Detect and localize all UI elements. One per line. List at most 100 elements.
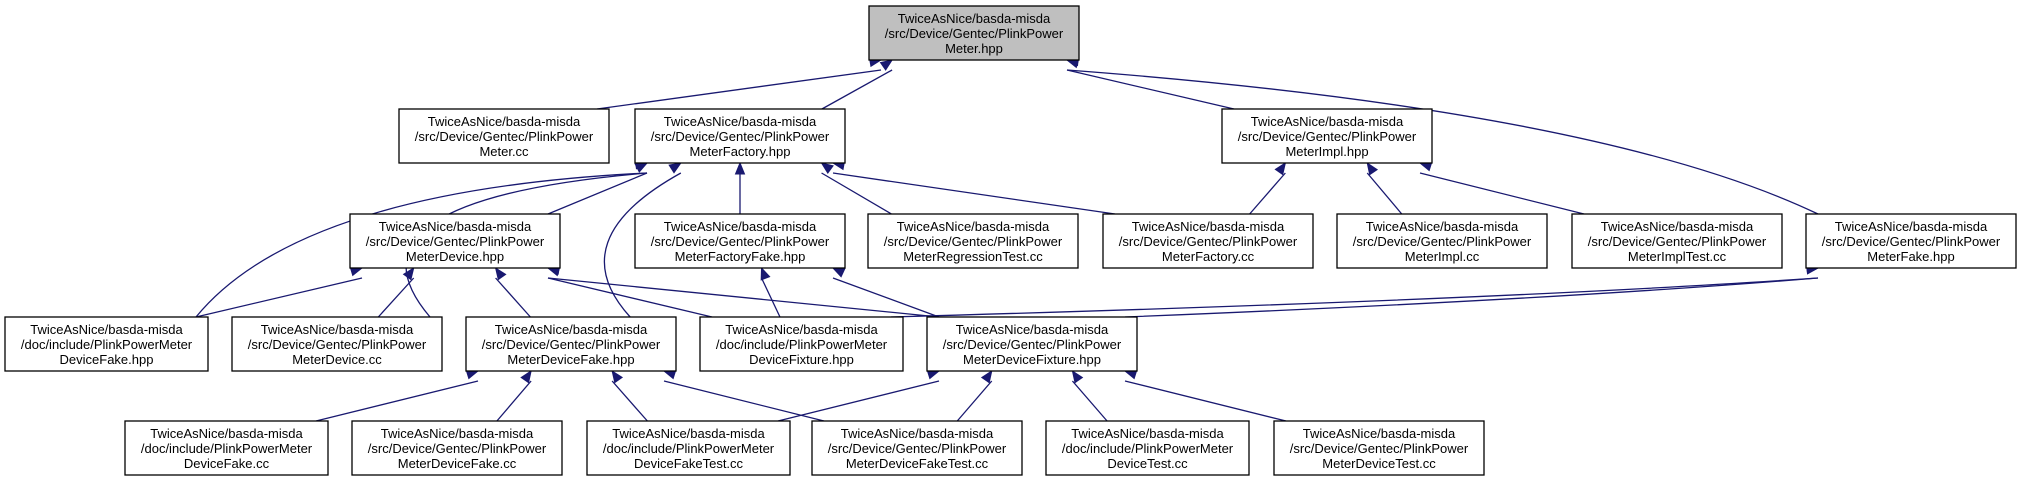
node-box[interactable] (1571, 213, 1783, 269)
arrowhead-icon (1071, 369, 1084, 384)
edge-line (1419, 172, 1585, 215)
node-label-line: MeterFake.hpp (1867, 249, 1954, 264)
node-box[interactable] (1273, 420, 1485, 476)
edge-regression-to-factory (820, 162, 892, 215)
node-box[interactable] (634, 213, 846, 269)
edge-devicefake-to-device (494, 266, 531, 318)
edge-line (1071, 380, 1108, 422)
node-label-line: DeviceFakeTest.cc (634, 456, 744, 471)
edge-devtest-to-fixture (1123, 369, 1287, 422)
edge-devfaketest-to-devicefake (662, 369, 825, 422)
node-implcc[interactable]: TwiceAsNice/basda-misda/src/Device/Gente… (1336, 213, 1548, 269)
edge-line (956, 380, 993, 422)
node-docfakecc[interactable]: TwiceAsNice/basda-misda/doc/include/Plin… (124, 420, 329, 476)
node-docfixture[interactable]: TwiceAsNice/basda-misda/doc/include/Plin… (699, 316, 904, 372)
edge-fake-to-root (1065, 55, 1819, 215)
arrowhead-icon (1366, 161, 1379, 176)
node-label-line: TwiceAsNice/basda-misda (897, 219, 1050, 234)
node-box[interactable] (867, 213, 1079, 269)
edge-docdevtest-to-fixture (1071, 369, 1108, 422)
edge-line (495, 277, 531, 318)
node-box[interactable] (1805, 213, 2017, 269)
node-docdevfake[interactable]: TwiceAsNice/basda-misda/doc/include/Plin… (4, 316, 209, 372)
edge-line (821, 172, 892, 215)
node-box[interactable] (926, 316, 1138, 372)
node-label-line: /src/Device/Gentec/PlinkPower (482, 337, 661, 352)
node-label-line: Meter.hpp (945, 41, 1003, 56)
node-box[interactable] (465, 316, 677, 372)
node-factoryfake[interactable]: TwiceAsNice/basda-misda/src/Device/Gente… (634, 213, 846, 269)
node-label-line: /src/Device/Gentec/PlinkPower (885, 26, 1064, 41)
node-box[interactable] (699, 316, 904, 372)
node-docdevtest[interactable]: TwiceAsNice/basda-misda/doc/include/Plin… (1045, 420, 1250, 476)
arrowhead-icon (520, 369, 532, 384)
edge-line (377, 277, 415, 318)
node-fixture[interactable]: TwiceAsNice/basda-misda/src/Device/Gente… (926, 316, 1138, 372)
node-box[interactable] (124, 420, 329, 476)
node-devicefake[interactable]: TwiceAsNice/basda-misda/src/Device/Gente… (465, 316, 677, 372)
root-node-box[interactable] (868, 5, 1080, 61)
node-label-line: MeterFactory.cc (1162, 249, 1255, 264)
node-box[interactable] (586, 420, 791, 476)
edge-line (1124, 380, 1287, 422)
edge-line (832, 172, 1116, 215)
node-docfaketest[interactable]: TwiceAsNice/basda-misda/doc/include/Plin… (586, 420, 791, 476)
node-label-line: TwiceAsNice/basda-misda (428, 114, 581, 129)
node-label-line: TwiceAsNice/basda-misda (261, 322, 414, 337)
node-factory[interactable]: TwiceAsNice/basda-misda/src/Device/Gente… (634, 108, 846, 164)
node-cc[interactable]: TwiceAsNice/basda-misda/src/Device/Gente… (398, 108, 610, 164)
node-label-line: /src/Device/Gentec/PlinkPower (1238, 129, 1417, 144)
node-label-line: /doc/include/PlinkPowerMeter (716, 337, 888, 352)
node-box[interactable] (231, 316, 443, 372)
edge-fixture-to-fake (1124, 264, 1820, 318)
node-fake[interactable]: TwiceAsNice/basda-misda/src/Device/Gente… (1805, 213, 2017, 269)
edge-line (663, 380, 825, 422)
node-label-line: MeterImpl.cc (1405, 249, 1480, 264)
node-box[interactable] (634, 108, 846, 164)
node-label-line: TwiceAsNice/basda-misda (1251, 114, 1404, 129)
node-box[interactable] (1102, 213, 1314, 269)
node-impltest[interactable]: TwiceAsNice/basda-misda/src/Device/Gente… (1571, 213, 1783, 269)
node-label-line: MeterImplTest.cc (1628, 249, 1727, 264)
node-box[interactable] (1221, 108, 1433, 164)
node-regression[interactable]: TwiceAsNice/basda-misda/src/Device/Gente… (867, 213, 1079, 269)
node-devtest[interactable]: TwiceAsNice/basda-misda/src/Device/Gente… (1273, 420, 1485, 476)
node-label-line: MeterDeviceFake.hpp (507, 352, 634, 367)
edge-line (596, 69, 882, 110)
node-devicecc[interactable]: TwiceAsNice/basda-misda/src/Device/Gente… (231, 316, 443, 372)
node-root[interactable]: TwiceAsNice/basda-misda/src/Device/Gente… (868, 5, 1080, 61)
edge-cc-to-root (596, 56, 883, 110)
arrowhead-icon (668, 162, 682, 174)
node-box[interactable] (1336, 213, 1548, 269)
node-factorycc[interactable]: TwiceAsNice/basda-misda/src/Device/Gente… (1102, 213, 1314, 269)
node-box[interactable] (349, 213, 561, 269)
node-device[interactable]: TwiceAsNice/basda-misda/src/Device/Gente… (349, 213, 561, 269)
edge-line (832, 277, 940, 318)
node-label-line: /src/Device/Gentec/PlinkPower (248, 337, 427, 352)
node-impl[interactable]: TwiceAsNice/basda-misda/src/Device/Gente… (1221, 108, 1433, 164)
node-label-line: MeterDeviceFixture.hpp (963, 352, 1101, 367)
node-label-line: /src/Device/Gentec/PlinkPower (1822, 234, 2001, 249)
arrowhead-icon (980, 369, 993, 384)
node-label-line: /doc/include/PlinkPowerMeter (1062, 441, 1234, 456)
node-label-line: /src/Device/Gentec/PlinkPower (828, 441, 1007, 456)
node-label-line: TwiceAsNice/basda-misda (1071, 426, 1224, 441)
node-box[interactable] (1045, 420, 1250, 476)
edge-fixture-to-factoryfake (831, 267, 940, 318)
node-label-line: MeterImpl.hpp (1285, 144, 1368, 159)
node-label-line: TwiceAsNice/basda-misda (898, 11, 1051, 26)
edge-factory-to-root (821, 59, 894, 110)
node-box[interactable] (351, 420, 563, 476)
node-box[interactable] (811, 420, 1023, 476)
edge-device-to-factory (547, 162, 649, 215)
node-box[interactable] (398, 108, 610, 164)
node-label-line: TwiceAsNice/basda-misda (1835, 219, 1988, 234)
node-devfakecc[interactable]: TwiceAsNice/basda-misda/src/Device/Gente… (351, 420, 563, 476)
edge-docfixture-to-fake (890, 263, 1820, 318)
node-label-line: /src/Device/Gentec/PlinkPower (651, 129, 830, 144)
edge-docfaketest-to-devicefake (611, 369, 648, 422)
arrowhead-icon (820, 162, 834, 175)
node-box[interactable] (4, 316, 209, 372)
arrowhead-icon (611, 369, 624, 384)
node-devfaketest[interactable]: TwiceAsNice/basda-misda/src/Device/Gente… (811, 420, 1023, 476)
